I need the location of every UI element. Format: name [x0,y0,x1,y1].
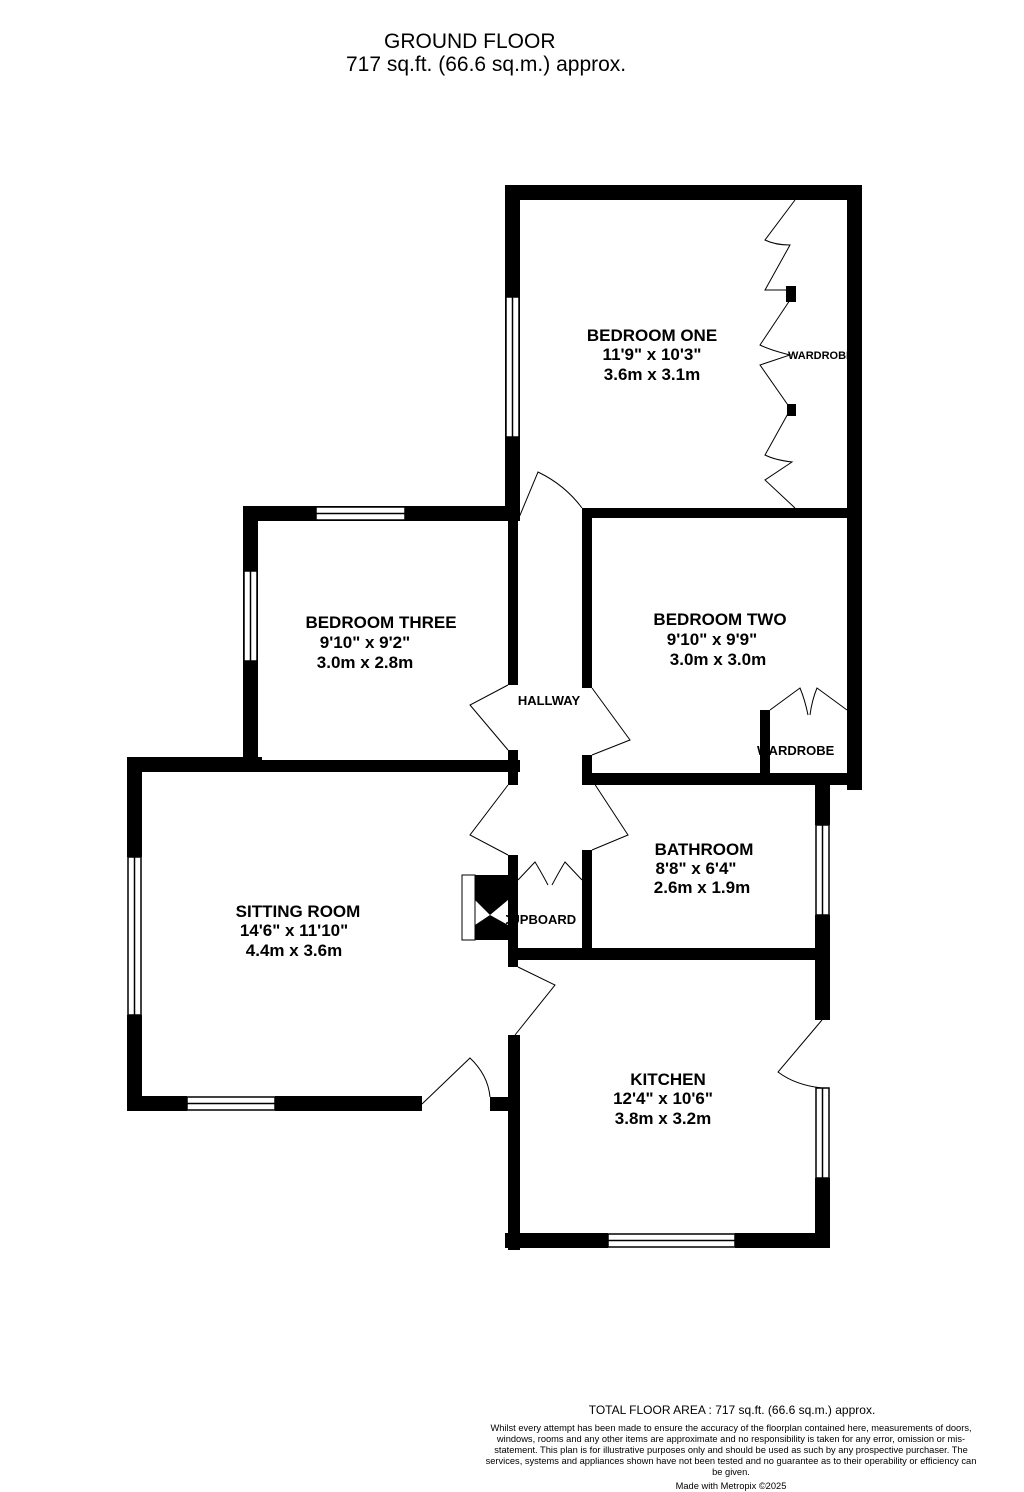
wall-kit-left [508,1035,520,1250]
wall-sit-top [127,757,262,772]
walls [127,185,862,1250]
wall-hall-left-mid [508,750,518,785]
wall-kit-right-lower [815,1178,830,1248]
bedroom-one-name: BEDROOM ONE [587,326,717,345]
sitting-room-metric: 4.4m x 3.6m [246,941,342,960]
bedroom-three-imperial: 9'10" x 9'2" [320,633,410,652]
door-front [421,1057,491,1105]
bedroom-two-imperial: 9'10" x 9'9" [667,630,757,649]
fireplace-hearth [461,874,476,941]
wall-hall-right-upper [582,508,592,688]
wall-bath-right-lower [815,915,830,1020]
chimney-breast [475,875,508,940]
door-kit-back [777,1019,823,1089]
wall-sit-bottom-a [127,1096,187,1111]
wardrobe-one-doors [759,199,796,509]
wall-bed3-bottom [243,760,520,772]
bathroom-name: BATHROOM [655,840,754,859]
bedroom-one-metric: 3.6m x 3.1m [604,365,700,384]
wall-bed1-right [847,185,862,790]
wall-hall-right-mid [582,755,592,780]
cupboard-label: CUPBOARD [501,912,576,927]
door-bed3 [469,684,509,751]
wall-bed1-top [505,185,862,200]
bedroom-three-metric: 3.0m x 2.8m [317,653,413,672]
total-floor-area: TOTAL FLOOR AREA : 717 sq.ft. (66.6 sq.m… [588,1403,876,1417]
wall-hall-right-lower [582,850,592,958]
wall-sit-left [127,757,142,857]
kitchen-metric: 3.8m x 3.2m [615,1109,711,1128]
sitting-room-imperial: 14'6" x 11'10" [240,921,348,940]
bedroom-three-name: BEDROOM THREE [305,613,456,632]
wall-kit-bottom-b [735,1233,830,1248]
floor-name: GROUND FLOOR [384,30,556,53]
wall-hall-left-upper [508,520,518,685]
wall-bath-right [815,785,830,825]
wall-sit-right-upper [508,965,518,967]
wardrobe-one-posts [786,286,796,416]
room-labels: BEDROOM ONE 11'9" x 10'3" 3.6m x 3.1m BE… [236,326,787,1128]
wall-bed2-bottom [582,773,862,785]
wall-bed1-bottom [582,508,862,518]
wall-hall-left-lower [508,855,518,965]
door-bed2 [591,687,631,756]
door-bath [591,779,629,851]
hallway-name: HALLWAY [518,693,581,708]
bedroom-one-imperial: 11'9" x 10'3" [603,345,702,364]
wall-sit-left-lower [127,1015,142,1111]
fixture-labels: WARDROBE WARDROBE CUPBOARD [501,350,853,927]
bathroom-metric: 2.6m x 1.9m [654,878,750,897]
disclaimer-text: Whilst every attempt has been made to en… [485,1423,977,1477]
windows [127,296,830,1248]
wall-bed2-wardrobe [760,710,770,780]
wall-bath-bottom [508,948,830,960]
bedroom-two-metric: 3.0m x 3.0m [670,650,766,669]
sitting-room-name: SITTING ROOM [236,902,361,921]
wall-kit-bottom-a [505,1233,608,1248]
kitchen-name: KITCHEN [630,1070,706,1089]
floor-plan: BEDROOM ONE 11'9" x 10'3" 3.6m x 3.1m BE… [127,185,862,1250]
door-sit-kit [514,966,556,1036]
door-cupboard [517,861,583,886]
credit-text: Made with Metropix ©2025 [675,1481,787,1491]
door-bed1 [517,471,583,521]
wardrobe-one-label: WARDROBE [788,350,853,362]
doors [421,471,848,1105]
wall-kit-stub [490,1097,510,1111]
bathroom-imperial: 8'8" x 6'4" [656,859,737,878]
bedroom-two-name: BEDROOM TWO [653,610,786,629]
door-wardrobe-two [769,687,848,716]
wardrobe-two-label: WARDROBE [757,743,835,758]
floor-area: 717 sq.ft. (66.6 sq.m.) approx. [346,53,627,76]
kitchen-imperial: 12'4" x 10'6" [613,1089,713,1108]
door-sit-hall [469,784,509,856]
wall-sit-bottom-b [275,1096,422,1111]
